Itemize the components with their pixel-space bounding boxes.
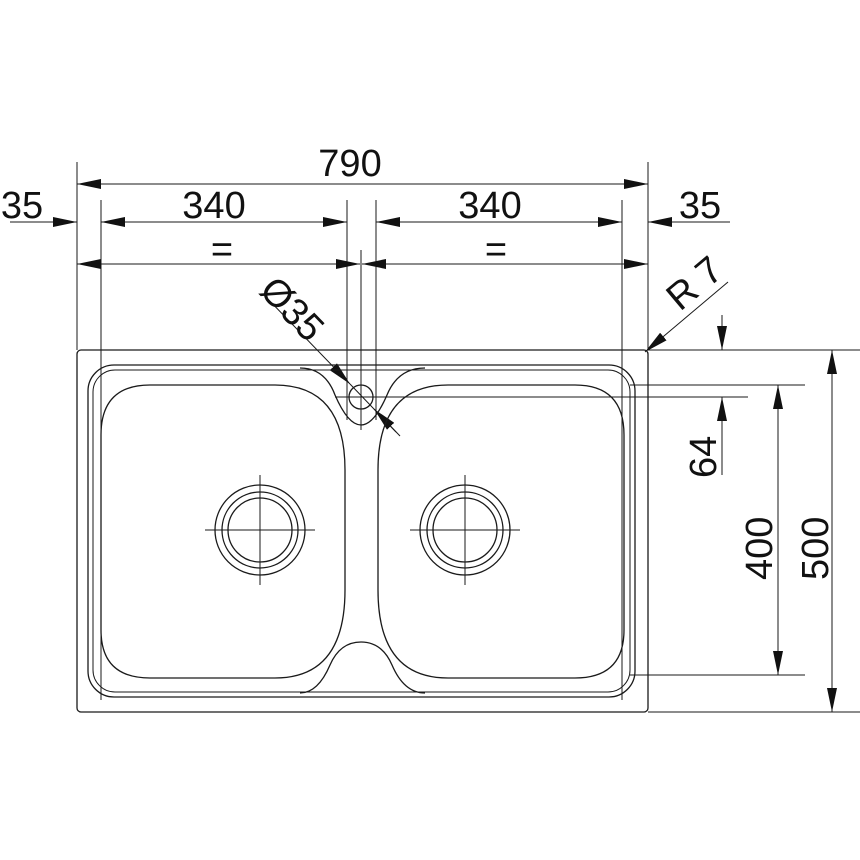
dim-equal-right: = <box>485 229 507 271</box>
extension-lines <box>76 162 860 713</box>
overflow-hole <box>348 384 374 410</box>
dimension-lines <box>10 179 837 712</box>
dim-overall-depth: 500 <box>795 517 837 580</box>
dim-overall-width: 790 <box>318 143 381 185</box>
overflow-recess <box>299 367 426 426</box>
dim-left-bowl: 340 <box>182 185 245 227</box>
right-drain <box>410 475 520 585</box>
dim-left-margin: 35 <box>1 185 43 227</box>
bottom-notch <box>299 641 426 694</box>
dim-overflow-diameter: Ø35 <box>252 269 332 350</box>
sink-body <box>76 349 649 713</box>
left-drain <box>205 475 315 585</box>
right-bowl <box>377 384 625 679</box>
dim-right-bowl: 340 <box>458 185 521 227</box>
dim-corner-radius: R 7 <box>659 249 731 319</box>
dim-bowl-depth: 400 <box>739 517 781 580</box>
left-bowl <box>100 384 346 679</box>
dim-equal-left: = <box>211 229 233 271</box>
dim-overflow-offset: 64 <box>683 436 725 478</box>
dim-right-margin: 35 <box>679 185 721 227</box>
